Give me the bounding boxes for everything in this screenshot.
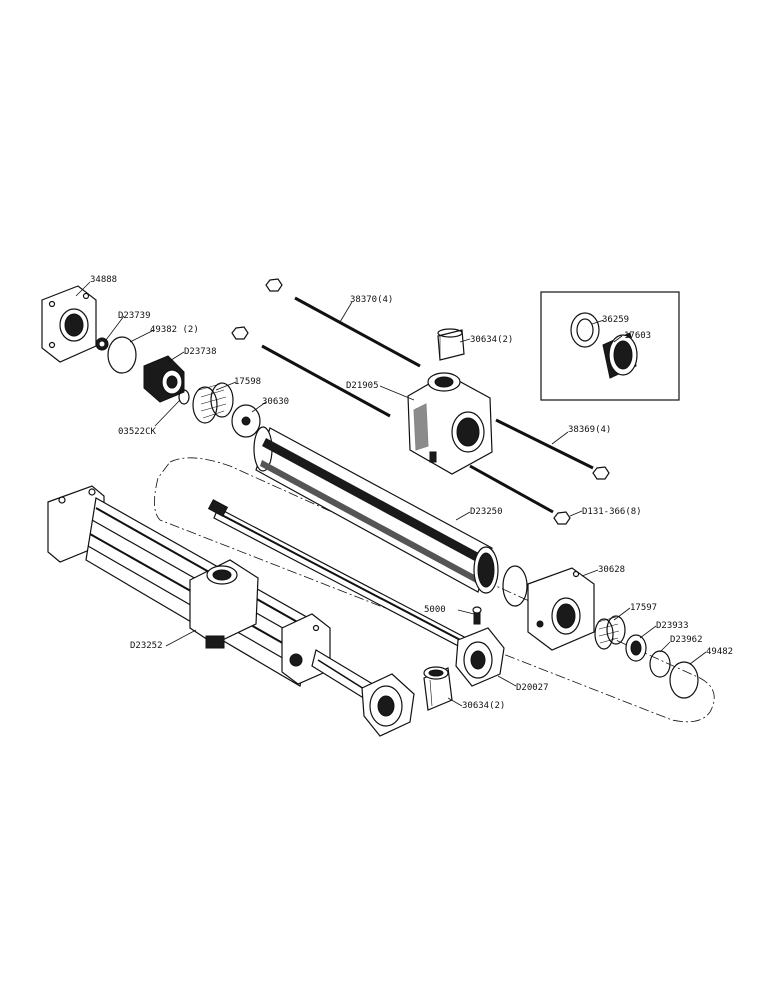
- nut-mid-left: [231, 326, 249, 340]
- label-17603: 17603: [624, 331, 651, 341]
- tie-rod-38369-b: [469, 464, 554, 514]
- label-17598: 17598: [234, 377, 261, 387]
- nut-right-lower: [553, 511, 571, 525]
- label-D23250: D23250: [470, 507, 503, 517]
- barrel-D23250: [253, 426, 499, 594]
- label-49482: 49482: [706, 647, 733, 657]
- ring-D23933: [625, 634, 647, 662]
- tie-rod-38370-b: [261, 344, 391, 418]
- label-D21905: D21905: [346, 381, 379, 391]
- label-D20027: D20027: [516, 683, 549, 693]
- body-D21905: [407, 372, 493, 475]
- seal-36259: [570, 312, 600, 348]
- tie-rod-38370-a: [294, 296, 421, 368]
- bushing-17603: [602, 332, 638, 379]
- gland-D23738: [143, 355, 185, 403]
- label-D23252: D23252: [130, 641, 163, 651]
- inset-box: [540, 291, 680, 401]
- label-D131: D131-366(8): [582, 507, 642, 517]
- packing-17598: [192, 382, 234, 424]
- cylinder-assembly-D23252: [47, 485, 415, 737]
- rod-eye-D20027: [455, 627, 505, 687]
- end-cap-34888: [41, 285, 97, 363]
- o-ring-barrel: [502, 565, 528, 607]
- nut-right-upper: [592, 466, 610, 480]
- label-34888: 34888: [90, 275, 117, 285]
- o-ring-03522CK: [178, 389, 190, 405]
- label-D23739: D23739: [118, 311, 151, 321]
- nut-top-left: [265, 278, 283, 292]
- label-D23933: D23933: [656, 621, 689, 631]
- label-03522CK: 03522CK: [118, 427, 157, 437]
- grease-fitting-5000: [472, 606, 482, 625]
- ring-D23962: [649, 650, 671, 678]
- o-ring-49382: [107, 336, 137, 374]
- label-30628: 30628: [598, 565, 625, 575]
- assembly-outline: [154, 457, 715, 723]
- label-D23738: D23738: [184, 347, 217, 357]
- label-49382: 49382 (2): [150, 325, 199, 335]
- ring-49482: [669, 661, 699, 699]
- label-D23962: D23962: [670, 635, 703, 645]
- label-17597: 17597: [630, 603, 657, 613]
- label-38370: 38370(4): [350, 295, 393, 305]
- label-38369: 38369(4): [568, 425, 611, 435]
- spacer-30634-bottom: [423, 666, 453, 711]
- packing-17597: [594, 615, 626, 650]
- label-30634-bottom: 30634(2): [462, 701, 505, 711]
- nut-D23739: [95, 337, 109, 351]
- tie-rod-38369-a: [495, 418, 594, 470]
- label-5000: 5000: [424, 605, 446, 615]
- label-30634-top: 30634(2): [470, 335, 513, 345]
- leader-lines: [75, 281, 707, 707]
- end-cap-30628: [527, 567, 595, 651]
- spacer-30634-top: [437, 328, 465, 361]
- washer-30630: [231, 404, 261, 438]
- label-30630: 30630: [262, 397, 289, 407]
- label-36259: 36259: [602, 315, 629, 325]
